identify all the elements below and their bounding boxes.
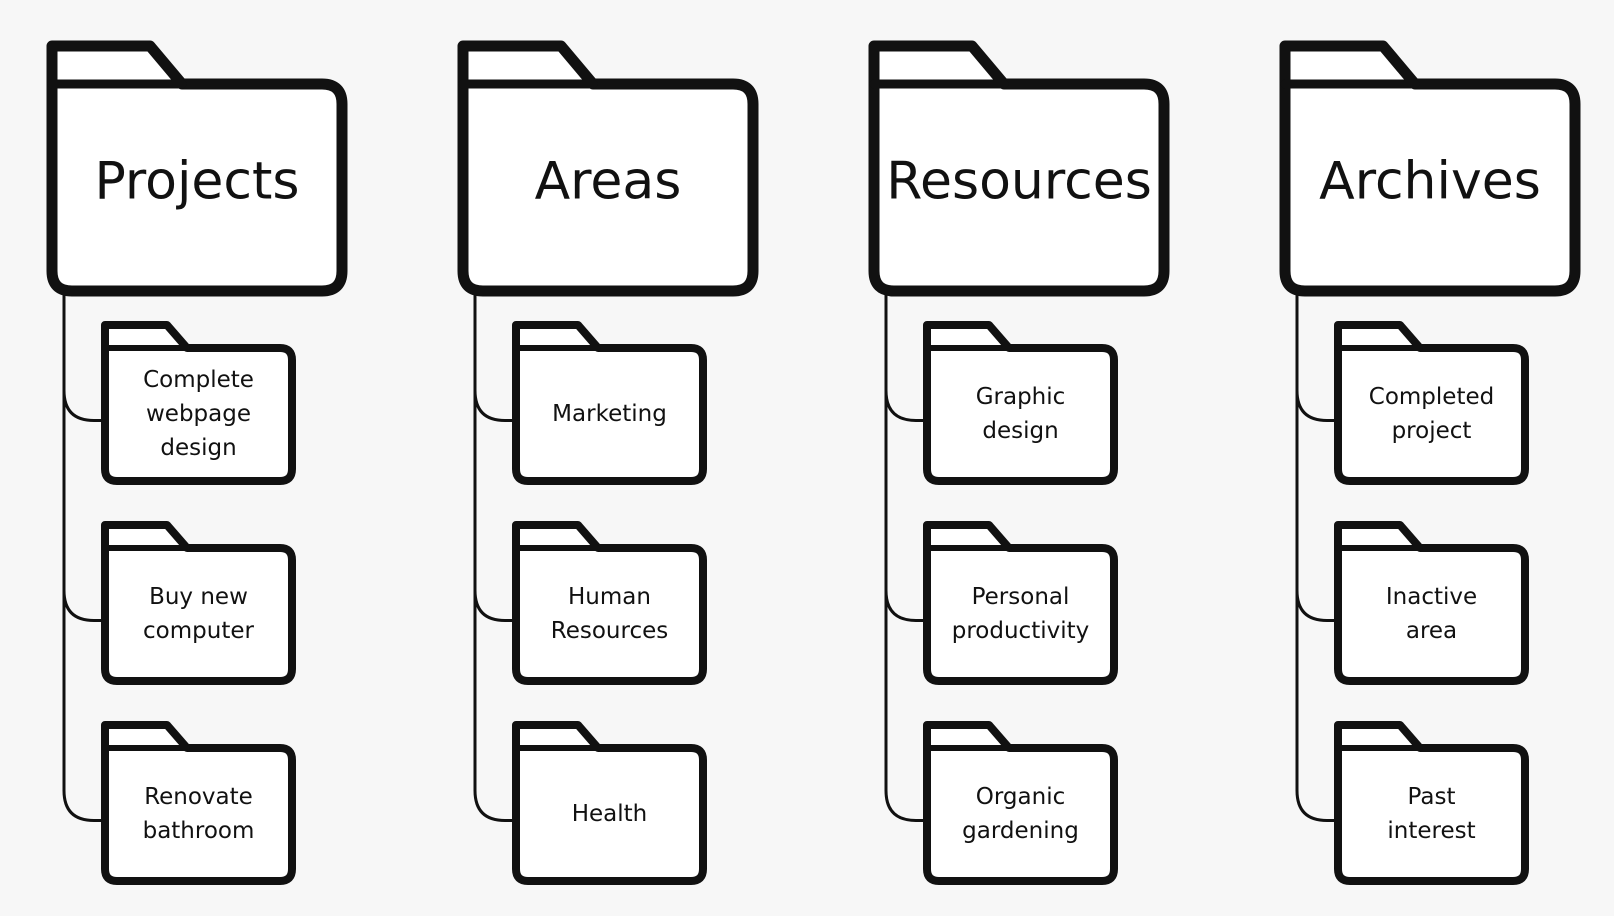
connector-line <box>473 285 522 822</box>
subfolder-label: productivity <box>952 618 1089 644</box>
subfolder-label: Completed <box>1369 384 1494 410</box>
subfolder-label: Resources <box>551 618 668 644</box>
main-folder-label: Projects <box>94 152 299 212</box>
subfolder-label: area <box>1406 618 1457 644</box>
subfolder-label: Past <box>1408 784 1456 810</box>
subfolder-icon[interactable]: Completed project <box>1334 321 1529 485</box>
subfolder-icon[interactable]: Graphic design <box>923 321 1118 485</box>
subfolder-label: design <box>982 418 1058 444</box>
subfolder-label: Organic <box>976 784 1065 810</box>
subfolder-label: Complete <box>143 367 254 393</box>
subfolder-label: Renovate <box>144 784 253 810</box>
subfolder-label: gardening <box>962 818 1079 844</box>
subfolder-label: Human <box>568 584 651 610</box>
subfolder-icon[interactable]: Buy new computer <box>101 521 296 685</box>
folder-icon[interactable]: Projects <box>46 40 348 297</box>
subfolder-label: project <box>1392 418 1472 444</box>
folder-icon[interactable]: Archives <box>1279 40 1581 297</box>
main-folder-label: Areas <box>535 152 682 212</box>
subfolder-icon[interactable]: Personal productivity <box>923 521 1118 685</box>
subfolder-icon[interactable]: Marketing <box>512 321 707 485</box>
subfolder-label: design <box>160 435 236 461</box>
subfolder-label: interest <box>1387 818 1475 844</box>
connector-line <box>884 285 933 822</box>
folder-icon[interactable]: Areas <box>457 40 759 297</box>
subfolder-label: Graphic <box>976 384 1066 410</box>
subfolder-icon[interactable]: Organic gardening <box>923 721 1118 885</box>
main-folder-label: Archives <box>1319 152 1541 212</box>
subfolder-label: Inactive <box>1386 584 1477 610</box>
main-folder-label: Resources <box>886 152 1152 212</box>
subfolder-icon[interactable]: Renovate bathroom <box>101 721 296 885</box>
subfolder-label: Health <box>572 801 648 827</box>
subfolder-icon[interactable]: Health <box>512 721 707 885</box>
subfolder-icon[interactable]: Complete webpage design <box>101 321 296 485</box>
subfolder-label: webpage <box>146 401 251 427</box>
subfolder-label: Personal <box>972 584 1070 610</box>
connector-line <box>62 285 111 822</box>
folder-icon[interactable]: Resources <box>868 40 1170 297</box>
subfolder-label: Marketing <box>552 401 667 427</box>
subfolder-label: bathroom <box>143 818 255 844</box>
connector-line <box>1295 285 1344 822</box>
subfolder-label: computer <box>143 618 254 644</box>
subfolder-label: Buy new <box>149 584 248 610</box>
subfolder-icon[interactable]: Past interest <box>1334 721 1529 885</box>
subfolder-icon[interactable]: Inactive area <box>1334 521 1529 685</box>
